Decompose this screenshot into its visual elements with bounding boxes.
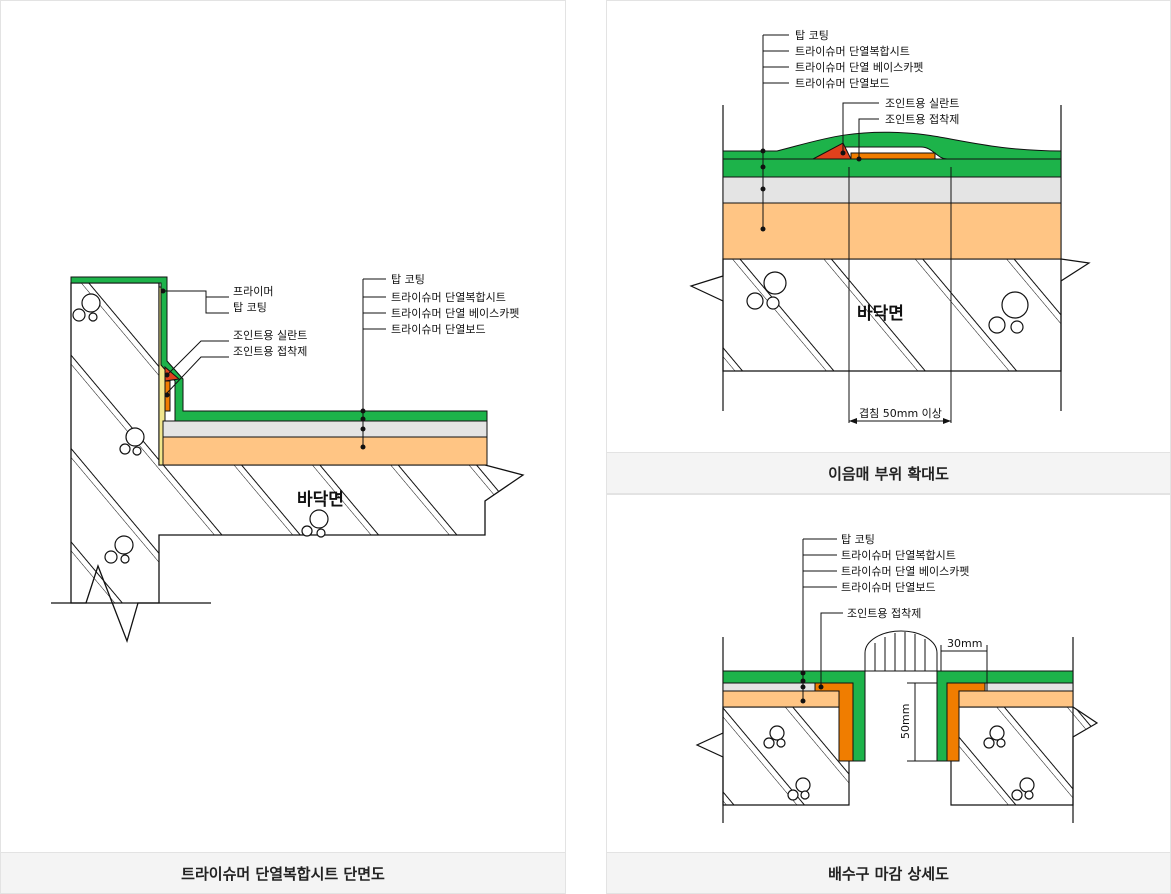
label-insulation-board: 트라이슈머 단열보드 [391, 323, 486, 336]
panel-drain-detail: 탑 코팅 트라이슈머 단열복합시트 트라이슈머 단열 베이스카펫 트라이슈머 단… [606, 494, 1171, 894]
label-dim-width: 30mm [947, 637, 982, 650]
caption-drain-detail: 배수구 마감 상세도 [607, 852, 1170, 893]
label-composite-sheet: 트라이슈머 단열복합시트 [391, 291, 506, 304]
green-sheet-lower [722, 158, 1062, 178]
aggregates-drain [763, 725, 1035, 801]
label-joint-sealant-detail: 조인트용 실란트 [885, 97, 959, 110]
panel-main-section: 프라이머 탑 코팅 조인트용 실란트 조인트용 접착제 탑 코팅 트라이슈머 단… [0, 0, 566, 894]
joint-adhesive-detail [850, 152, 936, 160]
label-drain-adhesive: 조인트용 접착제 [847, 607, 921, 620]
label-drain-composite-sheet: 트라이슈머 단열복합시트 [841, 549, 956, 562]
label-joint-adhesive-detail: 조인트용 접착제 [885, 113, 959, 126]
caption-joint-detail: 이음매 부위 확대도 [607, 452, 1170, 493]
label-drain-top-coating: 탑 코팅 [841, 533, 875, 546]
label-dim-height: 50mm [899, 704, 912, 739]
insulation-board-layer [162, 436, 488, 466]
label-top-coating-left: 탑 코팅 [233, 301, 267, 314]
drain-detail-diagram: 탑 코팅 트라이슈머 단열복합시트 트라이슈머 단열 베이스카펫 트라이슈머 단… [695, 533, 1099, 823]
drain-left-slab [695, 706, 850, 806]
label-joint-top-coating: 탑 코팅 [795, 29, 829, 42]
aggregates-joint [746, 271, 1029, 334]
floor-slab [689, 258, 1091, 372]
aggregates [72, 293, 329, 564]
drain-right-board [950, 690, 1074, 708]
drain-left-green [722, 670, 866, 762]
caption-main-section: 트라이슈머 단열복합시트 단면도 [1, 852, 565, 893]
drain-left-board [722, 690, 850, 708]
label-joint-sealant: 조인트용 실란트 [233, 329, 307, 342]
drain-grate [864, 630, 938, 672]
label-joint-insulation-board: 트라이슈머 단열보드 [795, 77, 890, 90]
green-sheet-overlap [722, 131, 1062, 160]
label-joint-floor: 바닥면 [857, 304, 904, 324]
label-floor: 바닥면 [297, 490, 344, 510]
main-section-diagram: 프라이머 탑 코팅 조인트용 실란트 조인트용 접착제 탑 코팅 트라이슈머 단… [51, 273, 525, 644]
label-overlap: 겹침 50mm 이상 [859, 407, 942, 420]
label-primer: 프라이머 [233, 285, 273, 298]
label-top-coating: 탑 코팅 [391, 273, 425, 286]
label-drain-insulation-board: 트라이슈머 단열보드 [841, 581, 936, 594]
insulation-board-joint [722, 202, 1062, 260]
break-symbol [51, 564, 211, 644]
label-joint-composite-sheet: 트라이슈머 단열복합시트 [795, 45, 910, 58]
joint-detail-diagram: 탑 코팅 트라이슈머 단열복합시트 트라이슈머 단열 베이스카펫 트라이슈머 단… [689, 29, 1091, 424]
label-joint-adhesive: 조인트용 접착제 [233, 345, 307, 358]
panel-joint-detail: 탑 코팅 트라이슈머 단열복합시트 트라이슈머 단열 베이스카펫 트라이슈머 단… [606, 0, 1171, 494]
label-drain-base-carpet: 트라이슈머 단열 베이스카펫 [841, 565, 969, 578]
label-base-carpet: 트라이슈머 단열 베이스카펫 [391, 307, 519, 320]
base-carpet-joint [722, 176, 1062, 204]
label-joint-base-carpet: 트라이슈머 단열 베이스카펫 [795, 61, 923, 74]
base-carpet-layer [162, 420, 488, 438]
